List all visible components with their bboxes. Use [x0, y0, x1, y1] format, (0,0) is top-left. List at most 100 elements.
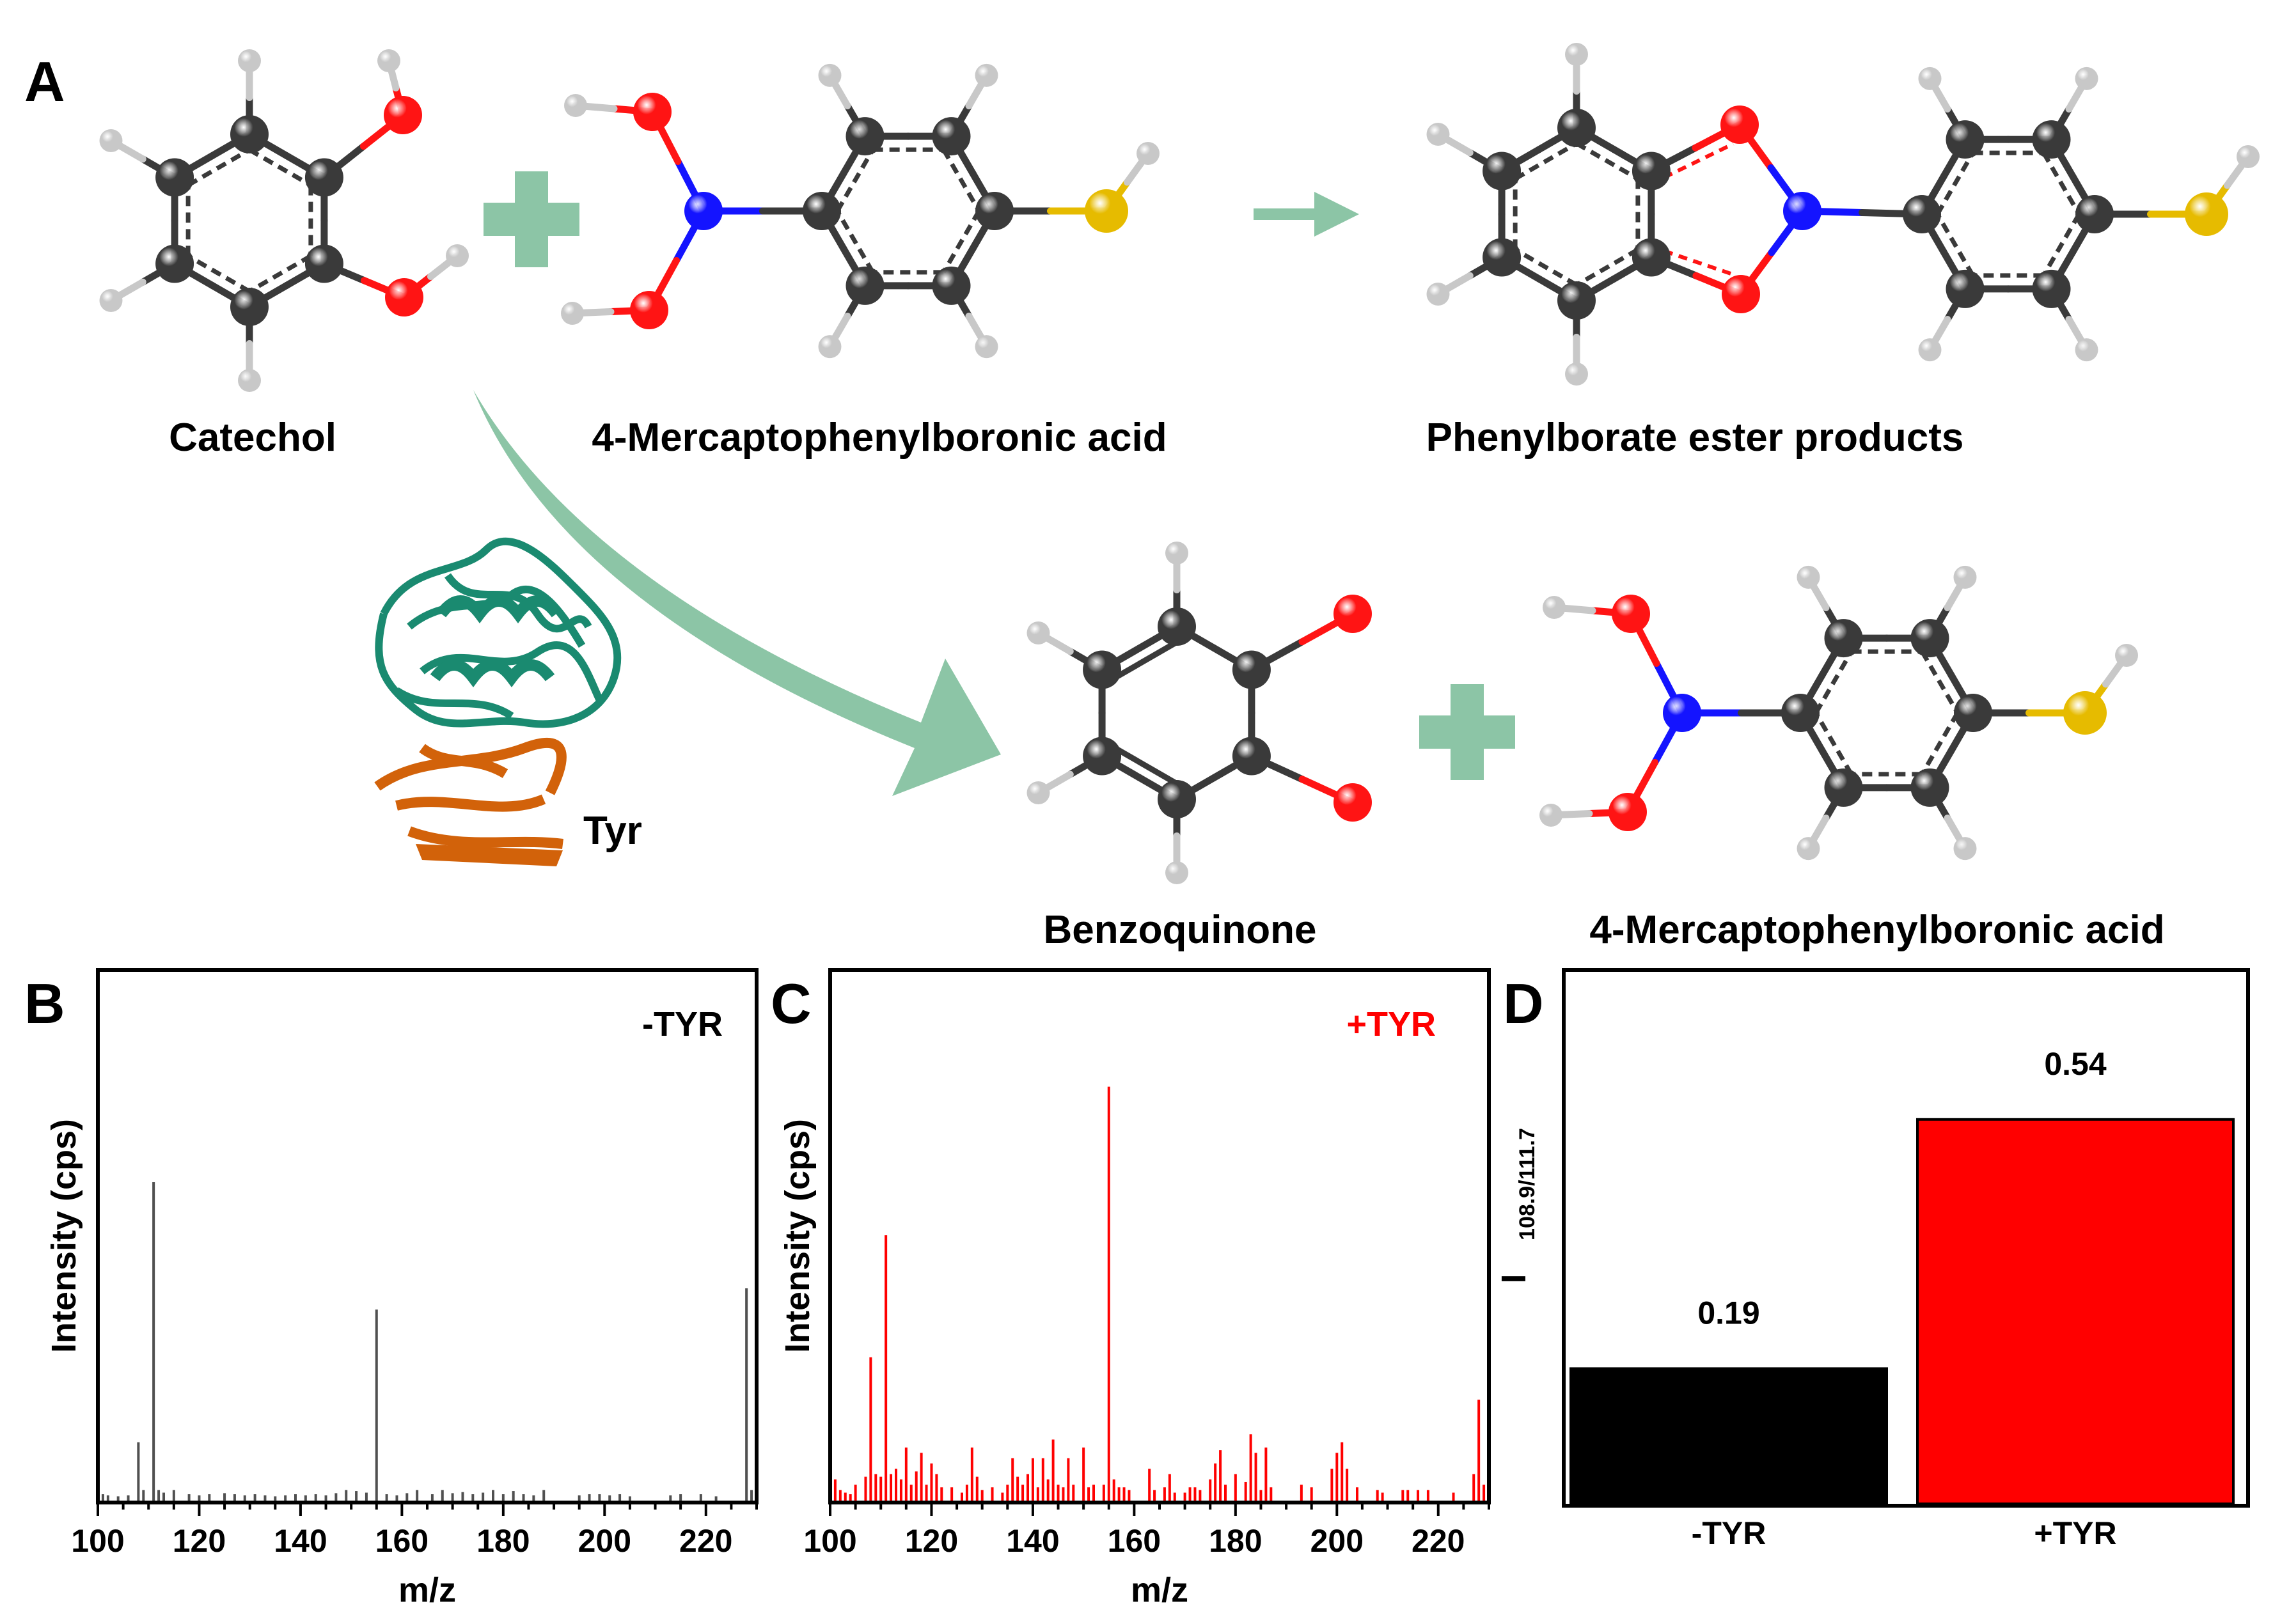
atom-C	[1483, 238, 1522, 277]
curved-arrow-icon	[473, 390, 1001, 796]
reaction-arrow-icon	[1254, 192, 1359, 237]
atom-H	[2115, 644, 2138, 667]
atom-H	[1565, 363, 1588, 386]
atom-H	[2075, 66, 2098, 90]
x-tick-label: 100	[803, 1523, 856, 1559]
x-tick-label: 160	[1108, 1523, 1161, 1559]
mercaptophenylboronic-acid-molecule-bottom	[1539, 565, 2138, 861]
atom-C	[1946, 269, 1985, 308]
enzyme-ribbon	[375, 538, 622, 728]
double-bond	[1113, 639, 1179, 680]
atom-C	[846, 266, 885, 305]
panel-b-x-axis-label: m/z	[398, 1571, 456, 1609]
aromatic-bond	[1814, 712, 1853, 776]
atom-O	[1333, 595, 1372, 633]
bar-category-label: +TYR	[2034, 1515, 2116, 1551]
panel-a-letter: A	[24, 50, 65, 113]
panel-c-x-axis-label: m/z	[1131, 1571, 1188, 1609]
atom-C	[155, 244, 194, 283]
panel-b-frame	[96, 968, 759, 1504]
aromatic-bond	[248, 254, 312, 293]
atom-B	[684, 192, 723, 230]
atom-C	[1910, 768, 1949, 807]
atom-C	[1083, 737, 1122, 776]
bar--TYR	[1569, 1367, 1888, 1505]
panel-c-letter: C	[771, 972, 812, 1035]
atom-C	[1824, 768, 1863, 807]
atom-H	[564, 94, 587, 117]
x-tick-label: 180	[1209, 1523, 1262, 1559]
x-tick-label: 100	[71, 1523, 124, 1559]
atom-C	[932, 117, 971, 156]
panel-d-y-axis-label: I 108.9/111.7	[1495, 1128, 1539, 1283]
atom-S	[1085, 189, 1128, 233]
aromatic-bond	[1935, 213, 1975, 277]
mpba-label-bottom: 4-Mercaptophenylboronic acid	[1589, 908, 2164, 952]
atom-C	[1632, 238, 1671, 277]
atom-O	[385, 278, 423, 316]
atom-C	[2032, 120, 2071, 159]
aromatic-bond	[248, 148, 312, 187]
catechol-molecule	[99, 49, 469, 392]
atom-B	[1783, 192, 1821, 230]
x-tick-label: 160	[375, 1523, 429, 1559]
atom-H	[377, 49, 400, 72]
panel-b-letter: B	[24, 972, 65, 1035]
atom-C	[975, 192, 1014, 230]
atom-O	[1722, 275, 1760, 313]
aromatic-bond	[1935, 152, 1975, 215]
atom-H	[1953, 565, 1977, 589]
atom-H	[975, 63, 998, 87]
atom-O	[1720, 105, 1759, 144]
panel-c-annotation: +TYR	[1346, 1005, 1436, 1043]
atom-H	[818, 63, 842, 87]
atom-H	[561, 302, 584, 325]
phenylborate-ester-molecule	[1426, 43, 2260, 386]
atom-C	[1083, 650, 1122, 689]
aromatic-bond	[1514, 247, 1578, 287]
enzyme-ribbon	[444, 573, 592, 633]
atom-H	[99, 289, 123, 312]
atom-H	[1165, 542, 1188, 565]
mpba-label-top: 4-Mercaptophenylboronic acid	[592, 416, 1167, 460]
atom-H	[975, 335, 998, 359]
atom-C	[304, 158, 343, 197]
atom-C	[1158, 780, 1196, 818]
aromatic-bond	[941, 148, 981, 212]
atom-H	[238, 49, 261, 72]
enzyme-ribbon	[419, 744, 508, 778]
aromatic-bond	[1663, 142, 1734, 180]
atom-H	[2075, 338, 2098, 362]
atom-H	[1027, 621, 1050, 644]
atom-C	[846, 117, 885, 156]
tyrosinase-enzyme-icon	[374, 538, 622, 866]
aromatic-bond	[1663, 249, 1735, 277]
atom-C	[1903, 195, 1941, 233]
atom-C	[1781, 694, 1820, 732]
atom-C	[1232, 737, 1271, 776]
enzyme-label: Tyr	[583, 809, 642, 853]
atom-C	[1632, 152, 1671, 191]
atom-H	[2237, 145, 2260, 168]
atom-H	[1543, 596, 1566, 619]
atom-C	[1946, 120, 1985, 159]
atom-C	[1557, 109, 1596, 147]
panel-d-frame	[1562, 968, 2250, 1508]
benzoquinone-label: Benzoquinone	[1043, 908, 1316, 952]
mercaptophenylboronic-acid-molecule-top	[561, 63, 1160, 359]
atom-H	[1953, 837, 1977, 861]
panel-a-reaction-scheme: A Tyr Catechol	[24, 43, 2260, 952]
atom-O	[384, 96, 422, 134]
atom-C	[1483, 152, 1522, 191]
aromatic-bond	[1575, 141, 1639, 181]
bar-value-label: 0.54	[2044, 1046, 2107, 1082]
atom-C	[2075, 195, 2114, 233]
atom-O	[1333, 783, 1372, 822]
enzyme-sheet	[416, 844, 563, 866]
atom-O	[1612, 595, 1650, 633]
panel-c-y-axis-label: Intensity (cps)	[778, 1119, 817, 1353]
plus-sign-icon	[1419, 684, 1515, 780]
aromatic-bond	[1920, 712, 1960, 776]
aromatic-bond	[941, 210, 981, 274]
